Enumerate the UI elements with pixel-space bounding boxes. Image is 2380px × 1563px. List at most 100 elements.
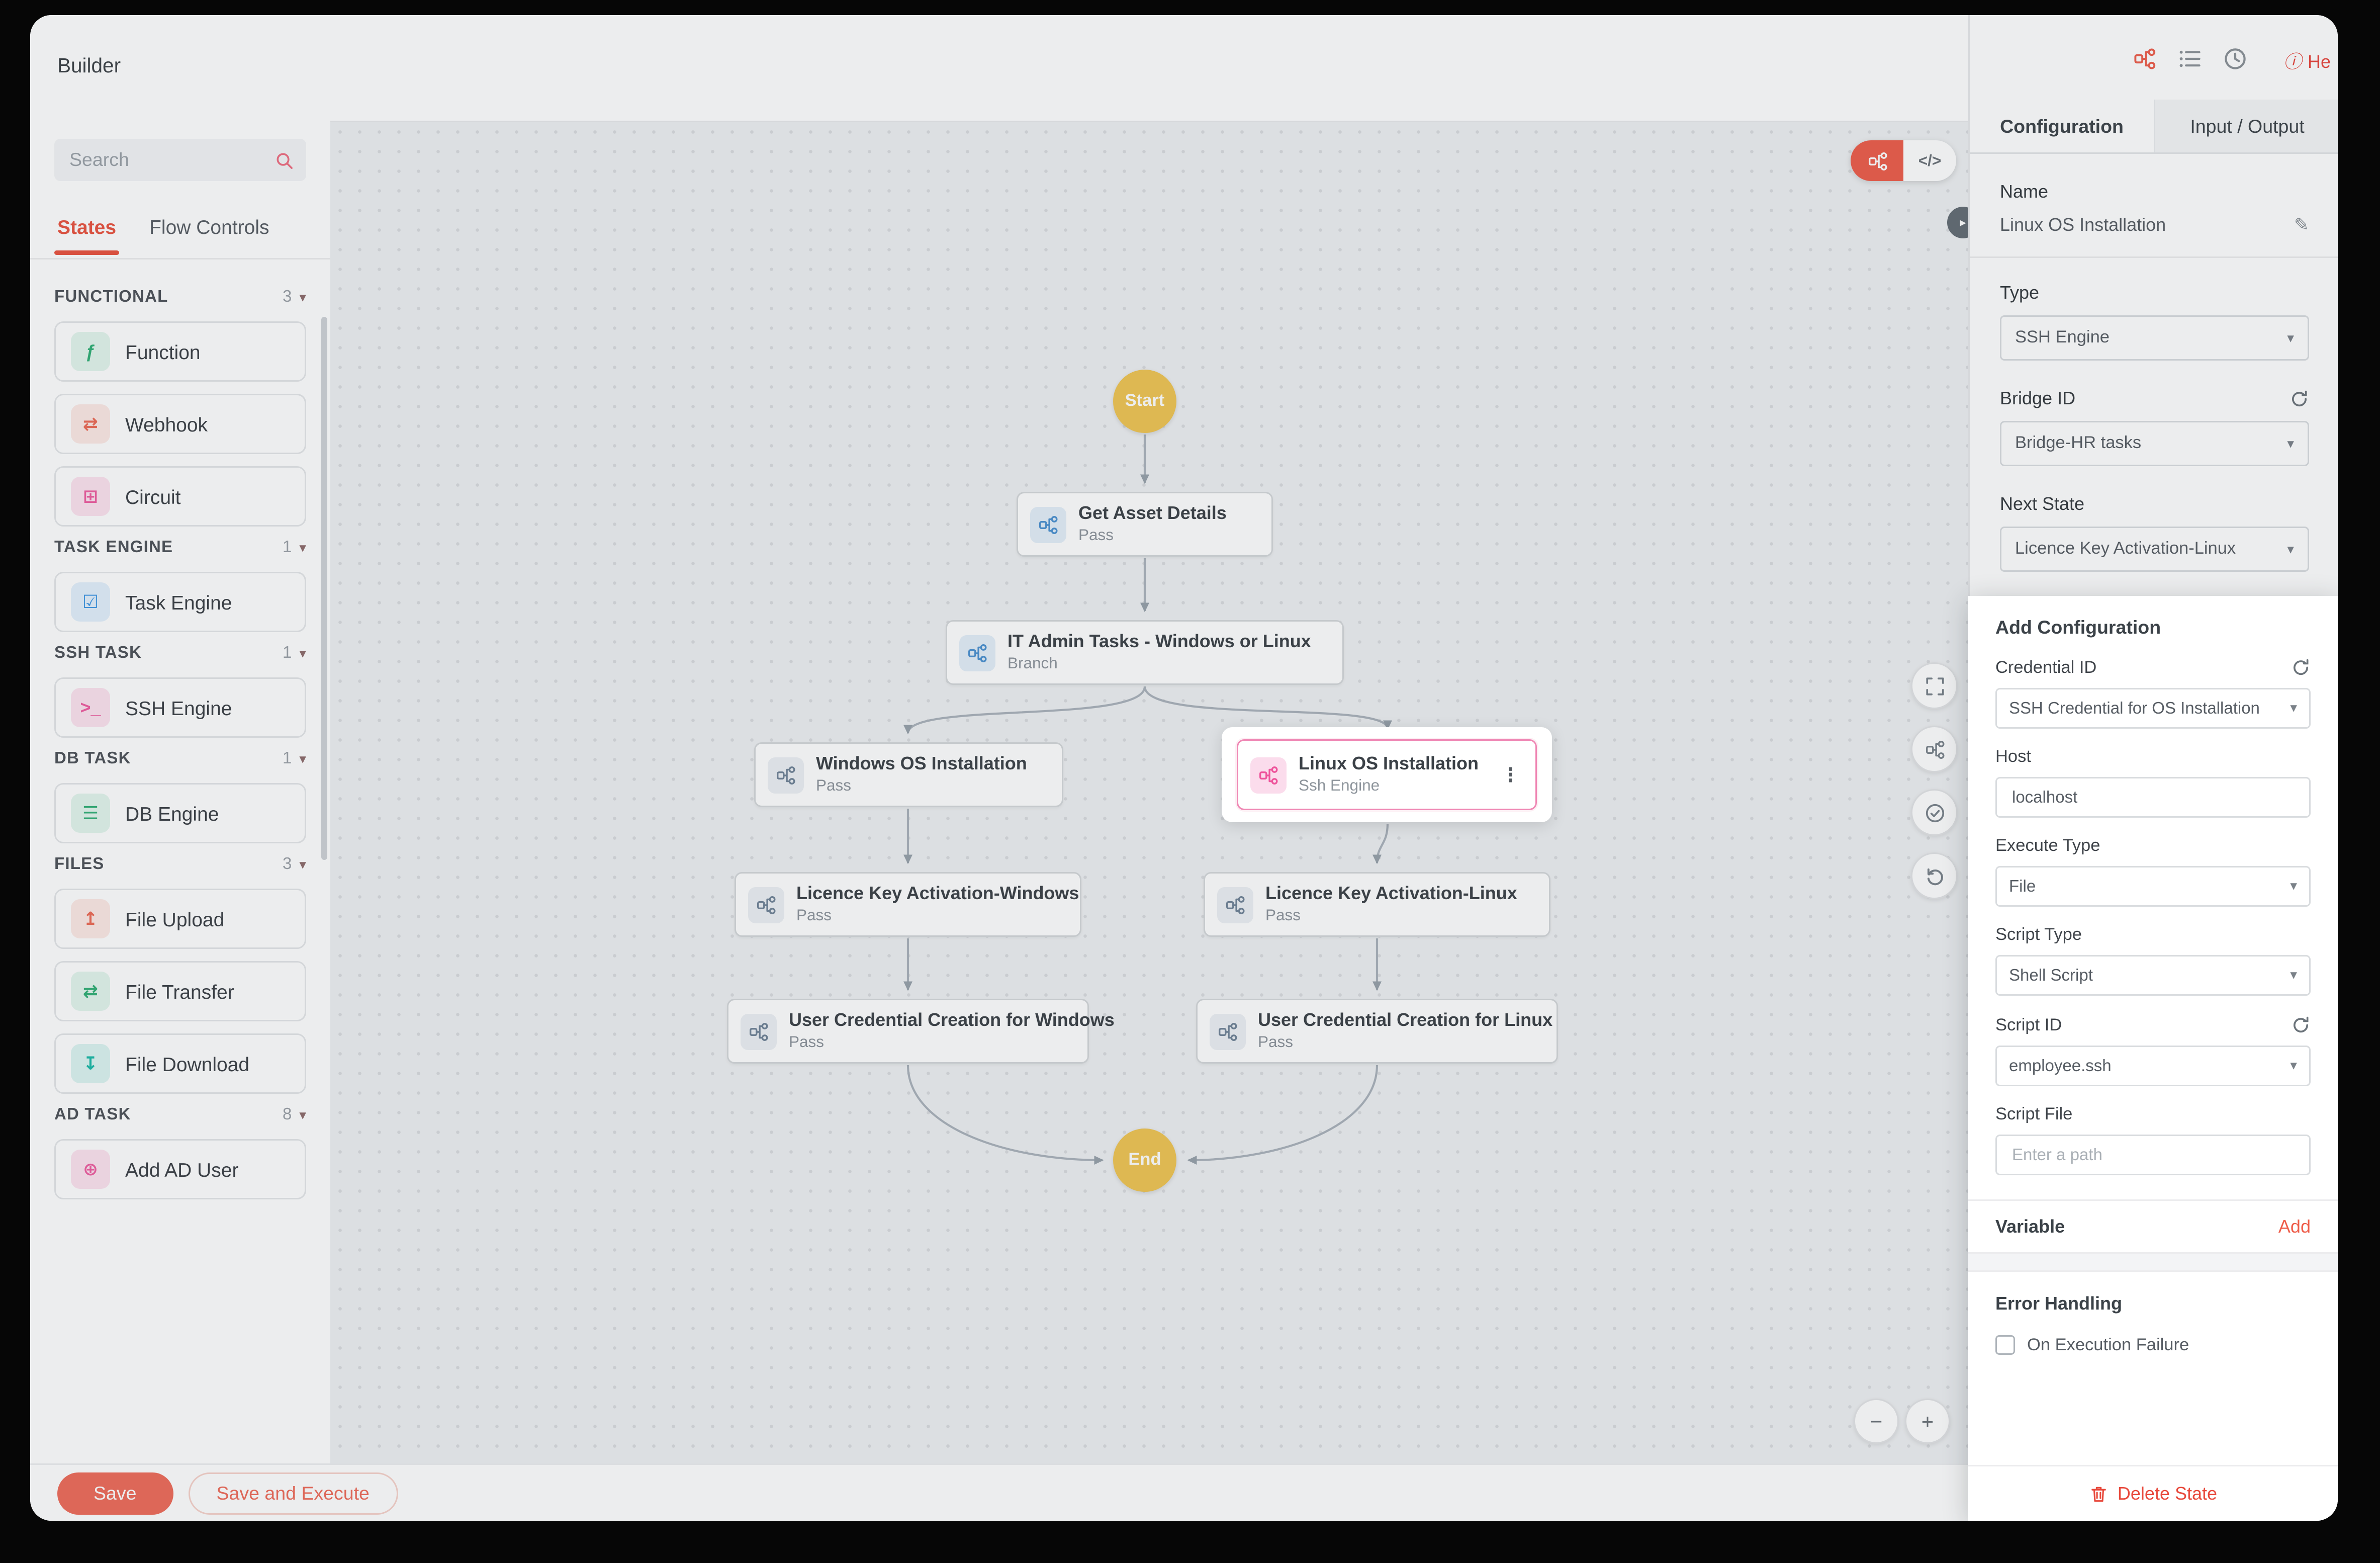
tab-configuration[interactable]: Configuration xyxy=(1970,100,2154,152)
help-link[interactable]: ⓘ He xyxy=(2283,48,2331,74)
workflow-edges xyxy=(903,435,1392,1165)
credential-id-label-row: Credential ID xyxy=(1995,658,2311,677)
flow-view-icon[interactable] xyxy=(2133,47,2157,71)
pass-state-icon xyxy=(1217,886,1253,923)
task-engine-icon: ☑ xyxy=(71,582,110,622)
on-execution-failure-checkbox[interactable] xyxy=(1995,1335,2015,1355)
zoom-out-button[interactable]: − xyxy=(1854,1399,1899,1444)
page-title: Builder xyxy=(57,54,121,77)
script-file-input[interactable] xyxy=(2009,1144,2297,1166)
node-menu-icon[interactable]: ⋮ xyxy=(1501,762,1520,786)
history-icon[interactable] xyxy=(2223,47,2247,71)
node-windows-os-installation[interactable]: Windows OS Installation Pass xyxy=(754,742,1063,807)
node-user-credential-creation-windows[interactable]: User Credential Creation for Windows Pas… xyxy=(727,999,1115,1064)
node-it-admin-tasks[interactable]: IT Admin Tasks - Windows or Linux Branch xyxy=(946,620,1344,685)
sidebar-item-task-engine[interactable]: ☑ Task Engine xyxy=(54,572,306,632)
sidebar-item-file-download[interactable]: ↧ File Download xyxy=(54,1033,306,1094)
section-ssh-task[interactable]: SSH TASK 1 ▾ xyxy=(54,644,306,662)
variable-row: Variable Add xyxy=(1995,1201,2311,1252)
chevron-down-icon: ▾ xyxy=(2290,700,2297,715)
chevron-down-icon: ▾ xyxy=(299,1106,306,1122)
chevron-down-icon: ▾ xyxy=(2287,541,2294,556)
sidebar-item-file-upload[interactable]: ↥ File Upload xyxy=(54,889,306,949)
type-select[interactable]: SSH Engine ▾ xyxy=(2000,315,2309,361)
tab-flow-controls[interactable]: Flow Controls xyxy=(149,216,269,238)
pass-state-icon xyxy=(741,1013,777,1050)
tab-input-output[interactable]: Input / Output xyxy=(2154,100,2338,152)
tab-states[interactable]: States xyxy=(54,216,120,255)
node-user-credential-creation-linux[interactable]: User Credential Creation for Linux Pass xyxy=(1196,999,1558,1064)
auto-layout-button[interactable] xyxy=(1911,726,1958,772)
start-node[interactable]: Start xyxy=(1113,370,1176,433)
refresh-bridge-icon[interactable] xyxy=(2290,389,2309,408)
refresh-script-icon[interactable] xyxy=(2291,1015,2311,1035)
refresh-credential-icon[interactable] xyxy=(2291,658,2311,677)
pass-state-icon xyxy=(1030,506,1066,543)
section-functional[interactable]: FUNCTIONAL 3 ▾ xyxy=(54,288,306,306)
end-node[interactable]: End xyxy=(1113,1128,1176,1192)
variable-add-link[interactable]: Add xyxy=(2278,1216,2311,1237)
code-view-button[interactable]: </> xyxy=(1903,140,1956,181)
sidebar-item-circuit[interactable]: ⊞ Circuit xyxy=(54,466,306,527)
add-ad-user-icon: ⊕ xyxy=(71,1150,110,1189)
ssh-engine-icon: >_ xyxy=(71,688,110,727)
chevron-down-icon: ▾ xyxy=(2287,329,2294,345)
file-transfer-icon: ⇄ xyxy=(71,972,110,1011)
search-icon xyxy=(274,150,294,170)
validate-button[interactable] xyxy=(1911,789,1958,836)
execute-type-select[interactable]: File ▾ xyxy=(1995,866,2311,907)
search-box[interactable] xyxy=(54,139,306,181)
section-ad-task[interactable]: AD TASK 8 ▾ xyxy=(54,1106,306,1124)
save-button[interactable]: Save xyxy=(57,1471,173,1514)
search-input[interactable] xyxy=(66,148,274,172)
node-licence-key-activation-windows[interactable]: Licence Key Activation-Windows Pass xyxy=(735,872,1081,937)
next-state-label: Next State xyxy=(2000,493,2085,514)
sidebar-item-add-ad-user[interactable]: ⊕ Add AD User xyxy=(54,1139,306,1199)
fit-to-screen-button[interactable] xyxy=(1911,662,1958,709)
trash-icon xyxy=(2089,1484,2109,1504)
list-view-icon[interactable] xyxy=(2178,47,2202,71)
sidebar-item-function[interactable]: ƒ Function xyxy=(54,321,306,382)
sidebar-scrollbar[interactable] xyxy=(321,317,327,860)
credential-id-select[interactable]: SSH Credential for OS Installation ▾ xyxy=(1995,688,2311,729)
script-id-select[interactable]: employee.ssh ▾ xyxy=(1995,1046,2311,1086)
section-count: 1 xyxy=(283,750,292,768)
bridge-id-select[interactable]: Bridge-HR tasks ▾ xyxy=(2000,421,2309,466)
error-handling-label: Error Handling xyxy=(1995,1293,2123,1314)
sidebar-item-webhook[interactable]: ⇄ Webhook xyxy=(54,394,306,454)
panel-tabs: Configuration Input / Output xyxy=(1970,100,2338,154)
zoom-in-icon: + xyxy=(1921,1409,1934,1433)
host-input[interactable] xyxy=(2009,787,2297,808)
next-state-select[interactable]: Licence Key Activation-Linux ▾ xyxy=(2000,527,2309,572)
zoom-in-button[interactable]: + xyxy=(1905,1399,1950,1444)
section-task-engine[interactable]: TASK ENGINE 1 ▾ xyxy=(54,539,306,557)
sidebar-item-db-engine[interactable]: ☰ DB Engine xyxy=(54,783,306,843)
script-file-input-wrap xyxy=(1995,1135,2311,1175)
circuit-icon: ⊞ xyxy=(71,477,110,516)
chevron-down-icon: ▾ xyxy=(2290,878,2297,893)
workflow-canvas[interactable]: Start Get Asset Details Pass IT Admin Ta… xyxy=(330,121,1979,1465)
reset-button[interactable] xyxy=(1911,852,1958,899)
script-type-select[interactable]: Shell Script ▾ xyxy=(1995,955,2311,996)
sidebar-item-ssh-engine[interactable]: >_ SSH Engine xyxy=(54,677,306,738)
on-execution-failure-row[interactable]: On Execution Failure xyxy=(1995,1335,2311,1355)
save-and-execute-button[interactable]: Save and Execute xyxy=(188,1471,398,1514)
panel-toolbar: ⓘ He xyxy=(1970,15,2338,100)
section-db-task[interactable]: DB TASK 1 ▾ xyxy=(54,750,306,768)
edit-name-icon[interactable]: ✎ xyxy=(2294,214,2309,235)
panel-body: Name Linux OS Installation ✎ Type SSH En… xyxy=(1970,154,2338,599)
states-sidebar: States Flow Controls FUNCTIONAL 3 ▾ ƒ Fu… xyxy=(30,121,332,1463)
script-id-label-row: Script ID xyxy=(1995,1015,2311,1035)
host-label: Host xyxy=(1995,748,2031,766)
node-linux-os-installation-selected[interactable]: Linux OS Installation Ssh Engine ⋮ xyxy=(1237,739,1537,810)
node-get-asset-details[interactable]: Get Asset Details Pass xyxy=(1017,492,1273,557)
delete-state-button[interactable]: Delete State xyxy=(1968,1465,2338,1521)
flow-view-button[interactable] xyxy=(1851,140,1903,181)
sidebar-tabs: States Flow Controls xyxy=(30,199,330,259)
zoom-out-icon: − xyxy=(1870,1409,1883,1433)
divider xyxy=(1968,1199,2338,1201)
sidebar-item-file-transfer[interactable]: ⇄ File Transfer xyxy=(54,961,306,1021)
section-files[interactable]: FILES 3 ▾ xyxy=(54,855,306,874)
node-licence-key-activation-linux[interactable]: Licence Key Activation-Linux Pass xyxy=(1204,872,1550,937)
